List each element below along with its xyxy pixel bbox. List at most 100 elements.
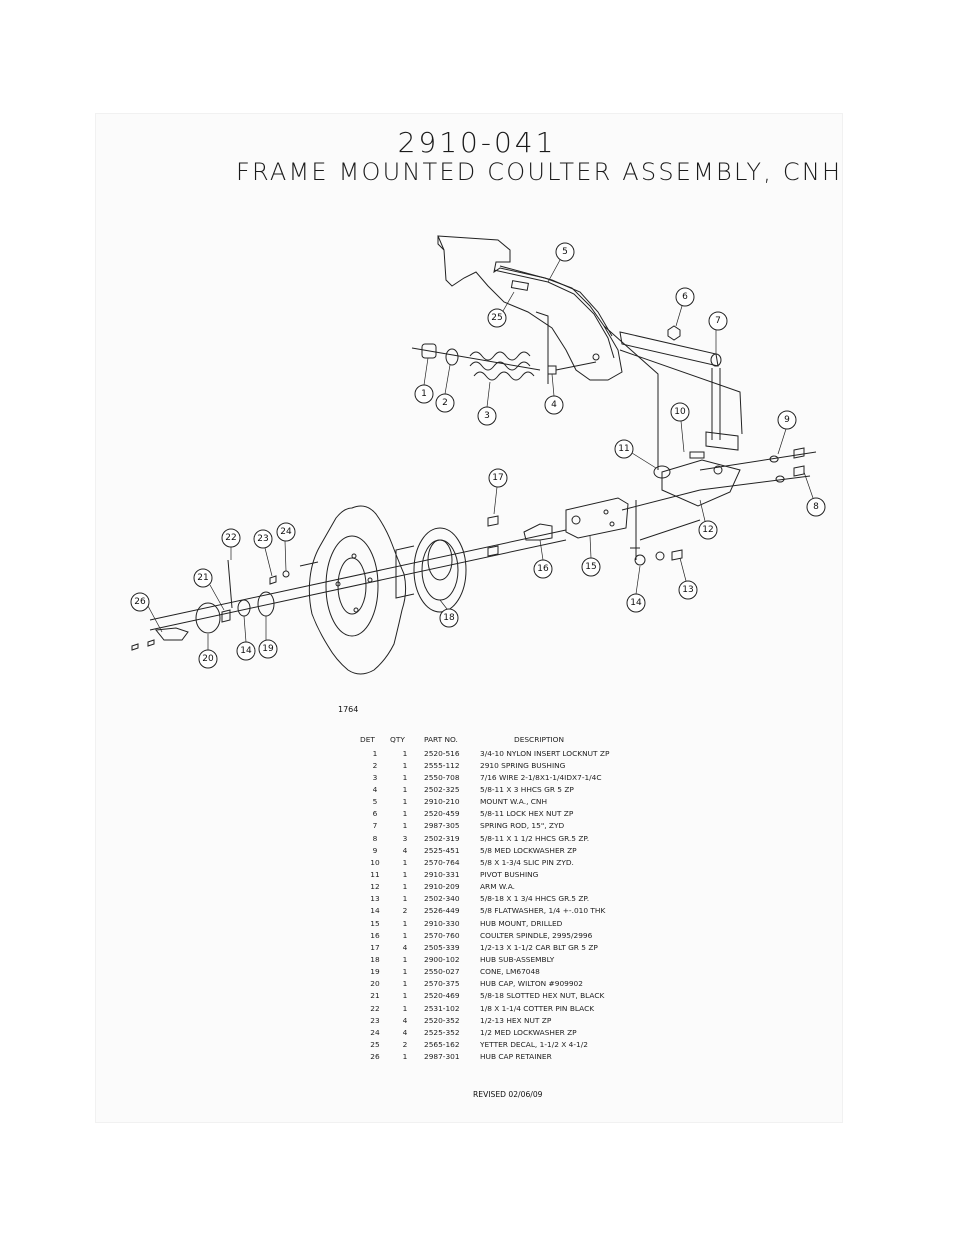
- callout-26: 26: [130, 592, 150, 612]
- callout-8: 8: [806, 497, 826, 517]
- svg-text:9: 9: [784, 415, 790, 425]
- row-description: HUB CAP RETAINER: [480, 1052, 552, 1062]
- callout-5: 5: [555, 242, 575, 262]
- svg-text:24: 24: [280, 527, 292, 537]
- svg-text:13: 13: [682, 585, 693, 595]
- callout-16: 16: [533, 559, 553, 579]
- row-part-no: 2555-112: [424, 760, 460, 770]
- callout-13: 13: [678, 580, 698, 600]
- row-qty: 1: [402, 748, 408, 758]
- svg-text:5: 5: [562, 247, 568, 257]
- row-part-no: 2502-325: [424, 784, 460, 794]
- row-qty: 1: [402, 857, 408, 867]
- assembly-part-number: 2910-041: [397, 126, 557, 159]
- callout-9: 9: [777, 410, 797, 430]
- row-description: 5/8-11 X 3 HHCS GR 5 ZP: [480, 784, 574, 794]
- spring-stack-drawing: [411, 343, 597, 381]
- row-qty: 1: [402, 1052, 408, 1062]
- callout-4: 4: [544, 395, 564, 415]
- row-part-no: 2520-516: [424, 748, 460, 758]
- row-description: CONE, LM67048: [480, 967, 540, 977]
- coulter-spindle-drawing: [149, 515, 567, 631]
- row-description: 1/2-13 X 1-1/2 CAR BLT GR 5 ZP: [480, 942, 598, 952]
- row-qty: 1: [402, 979, 408, 989]
- row-part-no: 2505-339: [424, 942, 460, 952]
- svg-text:6: 6: [682, 292, 688, 302]
- svg-text:25: 25: [491, 313, 502, 323]
- row-det: 18: [370, 954, 380, 964]
- row-description: 1/2-13 HEX NUT ZP: [480, 1015, 552, 1025]
- callout-10: 10: [670, 402, 690, 422]
- row-part-no: 2531-102: [424, 1003, 460, 1013]
- callout-19: 19: [258, 639, 278, 659]
- callout-2: 2: [435, 393, 455, 413]
- row-qty: 4: [402, 845, 408, 855]
- row-qty: 1: [402, 772, 408, 782]
- header-det: DET: [360, 735, 375, 744]
- row-description: HUB CAP, WILTON #909902: [480, 979, 583, 989]
- row-qty: 1: [402, 954, 408, 964]
- row-description: 1/8 X 1-1/4 COTTER PIN BLACK: [480, 1003, 595, 1013]
- row-part-no: 2570-764: [424, 857, 460, 867]
- svg-text:4: 4: [551, 400, 557, 410]
- row-det: 5: [372, 797, 378, 807]
- row-det: 19: [370, 967, 380, 977]
- svg-text:10: 10: [674, 407, 686, 417]
- row-part-no: 2520-352: [424, 1015, 460, 1025]
- svg-text:21: 21: [197, 573, 208, 583]
- row-det: 9: [372, 845, 378, 855]
- row-qty: 2: [402, 906, 408, 916]
- row-det: 14: [370, 906, 380, 916]
- row-part-no: 2502-340: [424, 894, 460, 904]
- svg-text:16: 16: [537, 564, 549, 574]
- assembly-title: FRAME MOUNTED COULTER ASSEMBLY, CNH: [236, 158, 843, 186]
- row-description: 5/8 X 1-3/4 SLIC PIN ZYD.: [480, 857, 574, 867]
- callout-14: 14: [626, 593, 646, 613]
- row-qty: 1: [402, 821, 408, 831]
- svg-text:19: 19: [262, 644, 274, 654]
- svg-text:18: 18: [443, 613, 455, 623]
- svg-text:11: 11: [618, 444, 629, 454]
- row-det: 17: [370, 942, 380, 952]
- row-qty: 1: [402, 894, 408, 904]
- row-det: 12: [370, 882, 380, 892]
- row-description: 3/4-10 NYLON INSERT LOCKNUT ZP: [480, 748, 610, 758]
- row-part-no: 2987-305: [424, 821, 460, 831]
- spring-rod-drawing: [619, 331, 722, 440]
- leader-lines: [147, 259, 814, 650]
- callout-22: 22: [221, 528, 241, 548]
- row-description: 7/16 WIRE 2-1/8X1-1/4IDX7-1/4C: [480, 772, 602, 782]
- callout-23: 23: [253, 529, 273, 549]
- hub-cap-stack-drawing: [131, 559, 319, 651]
- svg-text:14: 14: [240, 646, 252, 656]
- revision-date: REVISED 02/06/09: [473, 1090, 543, 1099]
- svg-text:20: 20: [202, 654, 214, 664]
- row-description: 1/2 MED LOCKWASHER ZP: [480, 1027, 577, 1037]
- row-description: 5/8-18 SLOTTED HEX NUT, BLACK: [480, 991, 605, 1001]
- row-description: ARM W.A.: [480, 882, 515, 892]
- row-part-no: 2987-301: [424, 1052, 460, 1062]
- row-det: 25: [370, 1039, 380, 1049]
- header-qty: QTY: [390, 735, 405, 744]
- svg-text:8: 8: [813, 502, 819, 512]
- callout-14-second: 14: [236, 641, 256, 661]
- row-det: 3: [372, 772, 378, 782]
- callout-7: 7: [708, 311, 728, 331]
- callout-20: 20: [198, 649, 218, 669]
- svg-text:23: 23: [257, 534, 268, 544]
- row-part-no: 2526-449: [424, 906, 460, 916]
- row-description: HUB SUB-ASSEMBLY: [480, 954, 555, 964]
